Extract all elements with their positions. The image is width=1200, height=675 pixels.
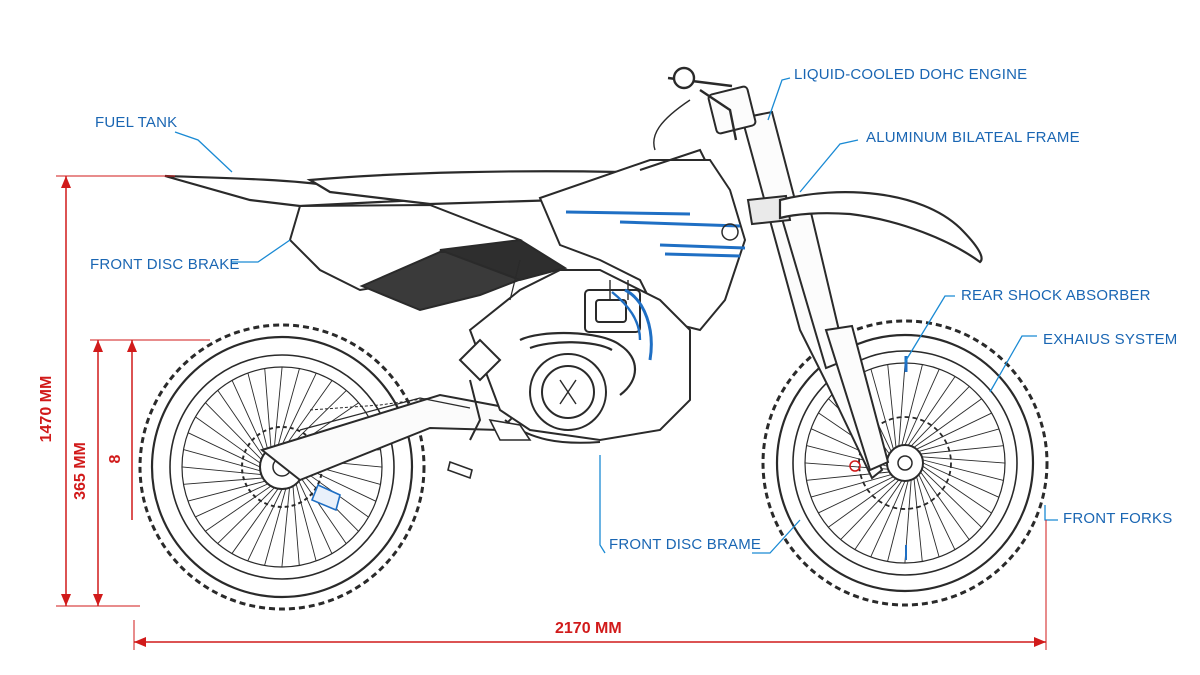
spoke (274, 366, 283, 447)
length-label: 2170 MM (555, 620, 622, 637)
seat-clearance-label: 365 MM (72, 442, 89, 500)
spoke (898, 362, 906, 447)
spoke (904, 368, 940, 446)
front-disc-brake-bottom-label: FRONT DISC BRAME (609, 536, 762, 553)
spoke (187, 480, 266, 502)
spoke (231, 380, 266, 454)
spoke (289, 390, 347, 447)
dimension-lines (56, 175, 1047, 650)
spoke (818, 476, 894, 514)
spoke (913, 478, 923, 562)
spoke (922, 465, 992, 514)
exhaust-system-label: EXHAIUS SYSTEM (1043, 331, 1178, 348)
spoke (187, 432, 261, 468)
spoke (901, 364, 923, 446)
spoke (810, 474, 892, 498)
front-forks (707, 85, 890, 480)
spoke (922, 462, 1000, 498)
front-disc-brake-label: FRONT DISC BRAKE (90, 256, 240, 273)
callout-lines (174, 77, 1058, 554)
spoke (205, 402, 262, 460)
spoke (840, 479, 900, 540)
spoke (918, 474, 956, 550)
engine-label: LIQUID-COOLED DOHC ENGINE (794, 66, 1028, 83)
spoke (183, 477, 263, 485)
spoke (292, 486, 300, 566)
spoke (887, 480, 909, 562)
spoke (281, 372, 317, 446)
rear-shock-label: REAR SHOCK ABSORBER (961, 287, 1151, 304)
inner-mark-label: 8 (107, 454, 124, 464)
spoke (907, 376, 956, 446)
exhaust (519, 331, 636, 396)
spoke (916, 412, 992, 450)
spoke (247, 372, 269, 451)
spoke (913, 398, 982, 448)
front-wheel (761, 319, 1049, 607)
spoke (920, 445, 1004, 455)
footpeg (447, 418, 532, 480)
spoke (828, 478, 897, 528)
spoke (295, 483, 317, 562)
spoke (921, 456, 1006, 464)
spoke (281, 487, 290, 568)
spoke (195, 483, 269, 518)
spoke (195, 416, 261, 464)
spoke (205, 485, 272, 532)
spoke (231, 488, 279, 554)
spoke (217, 487, 275, 544)
front-fender (778, 191, 983, 264)
frame-body (288, 148, 747, 444)
frame-label: ALUMINUM BILATEAL FRAME (866, 129, 1080, 146)
body-graphics (565, 210, 746, 258)
spoke (264, 488, 287, 566)
spoke (181, 466, 262, 475)
spoke (247, 488, 283, 562)
spoke (922, 459, 1004, 481)
spoke (887, 364, 897, 448)
spoke (870, 480, 906, 558)
spoke (300, 477, 347, 544)
swingarm (259, 393, 523, 482)
handlebar (653, 66, 738, 151)
overall-height-label: 1470 MM (38, 375, 55, 443)
spoke (217, 390, 264, 457)
front-forks-label: FRONT FORKS (1063, 510, 1173, 527)
spoke (285, 380, 333, 446)
spoke (916, 476, 940, 558)
fuel-tank-label: FUEL TANK (95, 114, 178, 131)
spoke (264, 368, 272, 448)
spoke (277, 368, 300, 446)
spoke (921, 468, 982, 528)
spoke (183, 449, 261, 472)
spoke (870, 368, 894, 450)
spoke (920, 471, 970, 540)
spoke (910, 386, 970, 447)
spoke (298, 480, 333, 554)
spoke (854, 480, 903, 550)
spoke (918, 428, 1000, 452)
